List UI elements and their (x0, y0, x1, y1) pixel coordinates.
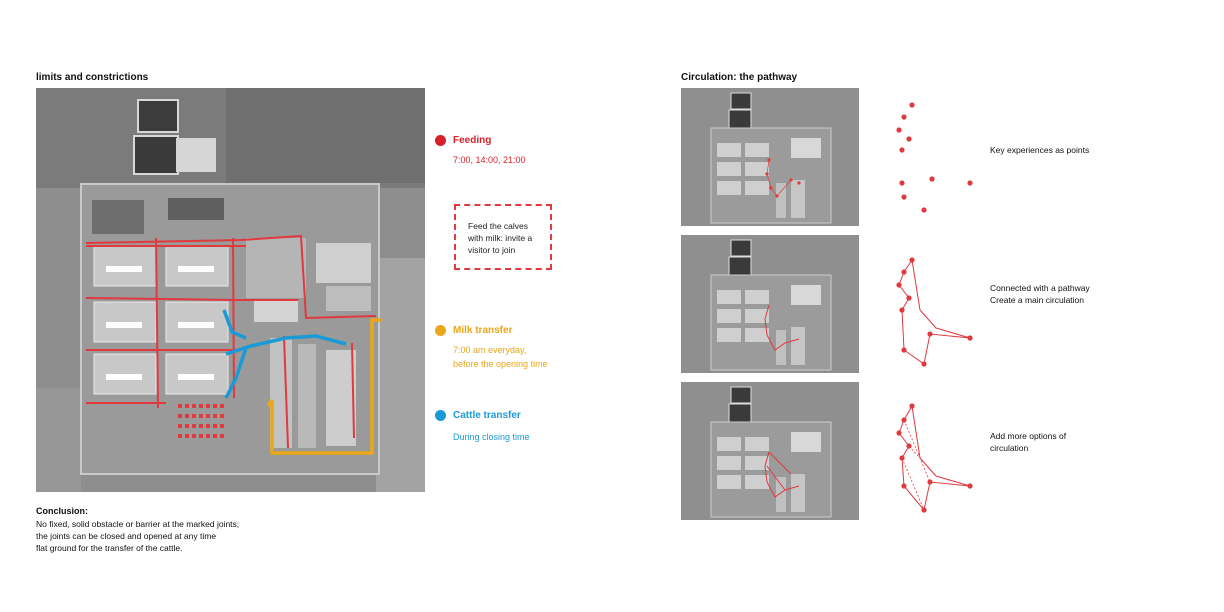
right-section-title: Circulation: the pathway (681, 72, 798, 83)
points-diagram (890, 95, 985, 220)
step-1-text: Key experiences as points (990, 145, 1090, 155)
feeding-legend-label: Feeding (453, 135, 492, 146)
conclusion-body: No fixed, solid obstacle or barrier at t… (36, 519, 240, 553)
milk-legend-dot (435, 325, 446, 336)
feeding-legend-sub: 7:00, 14:00, 21:00 (453, 155, 526, 165)
milk-legend-sub: 7:00 am everyday, before the opening tim… (453, 345, 548, 369)
step-2-text: Connected with a pathway Create a main c… (990, 283, 1090, 305)
aerial-thumbnail-1 (681, 88, 859, 226)
left-section-title: limits and constrictions (36, 72, 149, 83)
conclusion-title: Conclusion: (36, 506, 88, 516)
aerial-thumbnail-2 (681, 235, 859, 373)
options-diagram (890, 398, 985, 523)
cattle-legend-sub: During closing time (453, 432, 530, 442)
aerial-map-svg (36, 88, 425, 492)
step-3-text: Add more options of circulation (990, 431, 1067, 453)
feed-calves-callout: Feed the calves with milk: invite a visi… (454, 204, 552, 270)
aerial-map-main (36, 88, 425, 492)
aerial-thumbnail-3 (681, 382, 859, 520)
feeding-legend-dot (435, 135, 446, 146)
milk-legend-label: Milk transfer (453, 325, 513, 336)
pathway-diagram (890, 250, 985, 375)
cattle-legend-label: Cattle transfer (453, 410, 521, 421)
cattle-legend-dot (435, 410, 446, 421)
